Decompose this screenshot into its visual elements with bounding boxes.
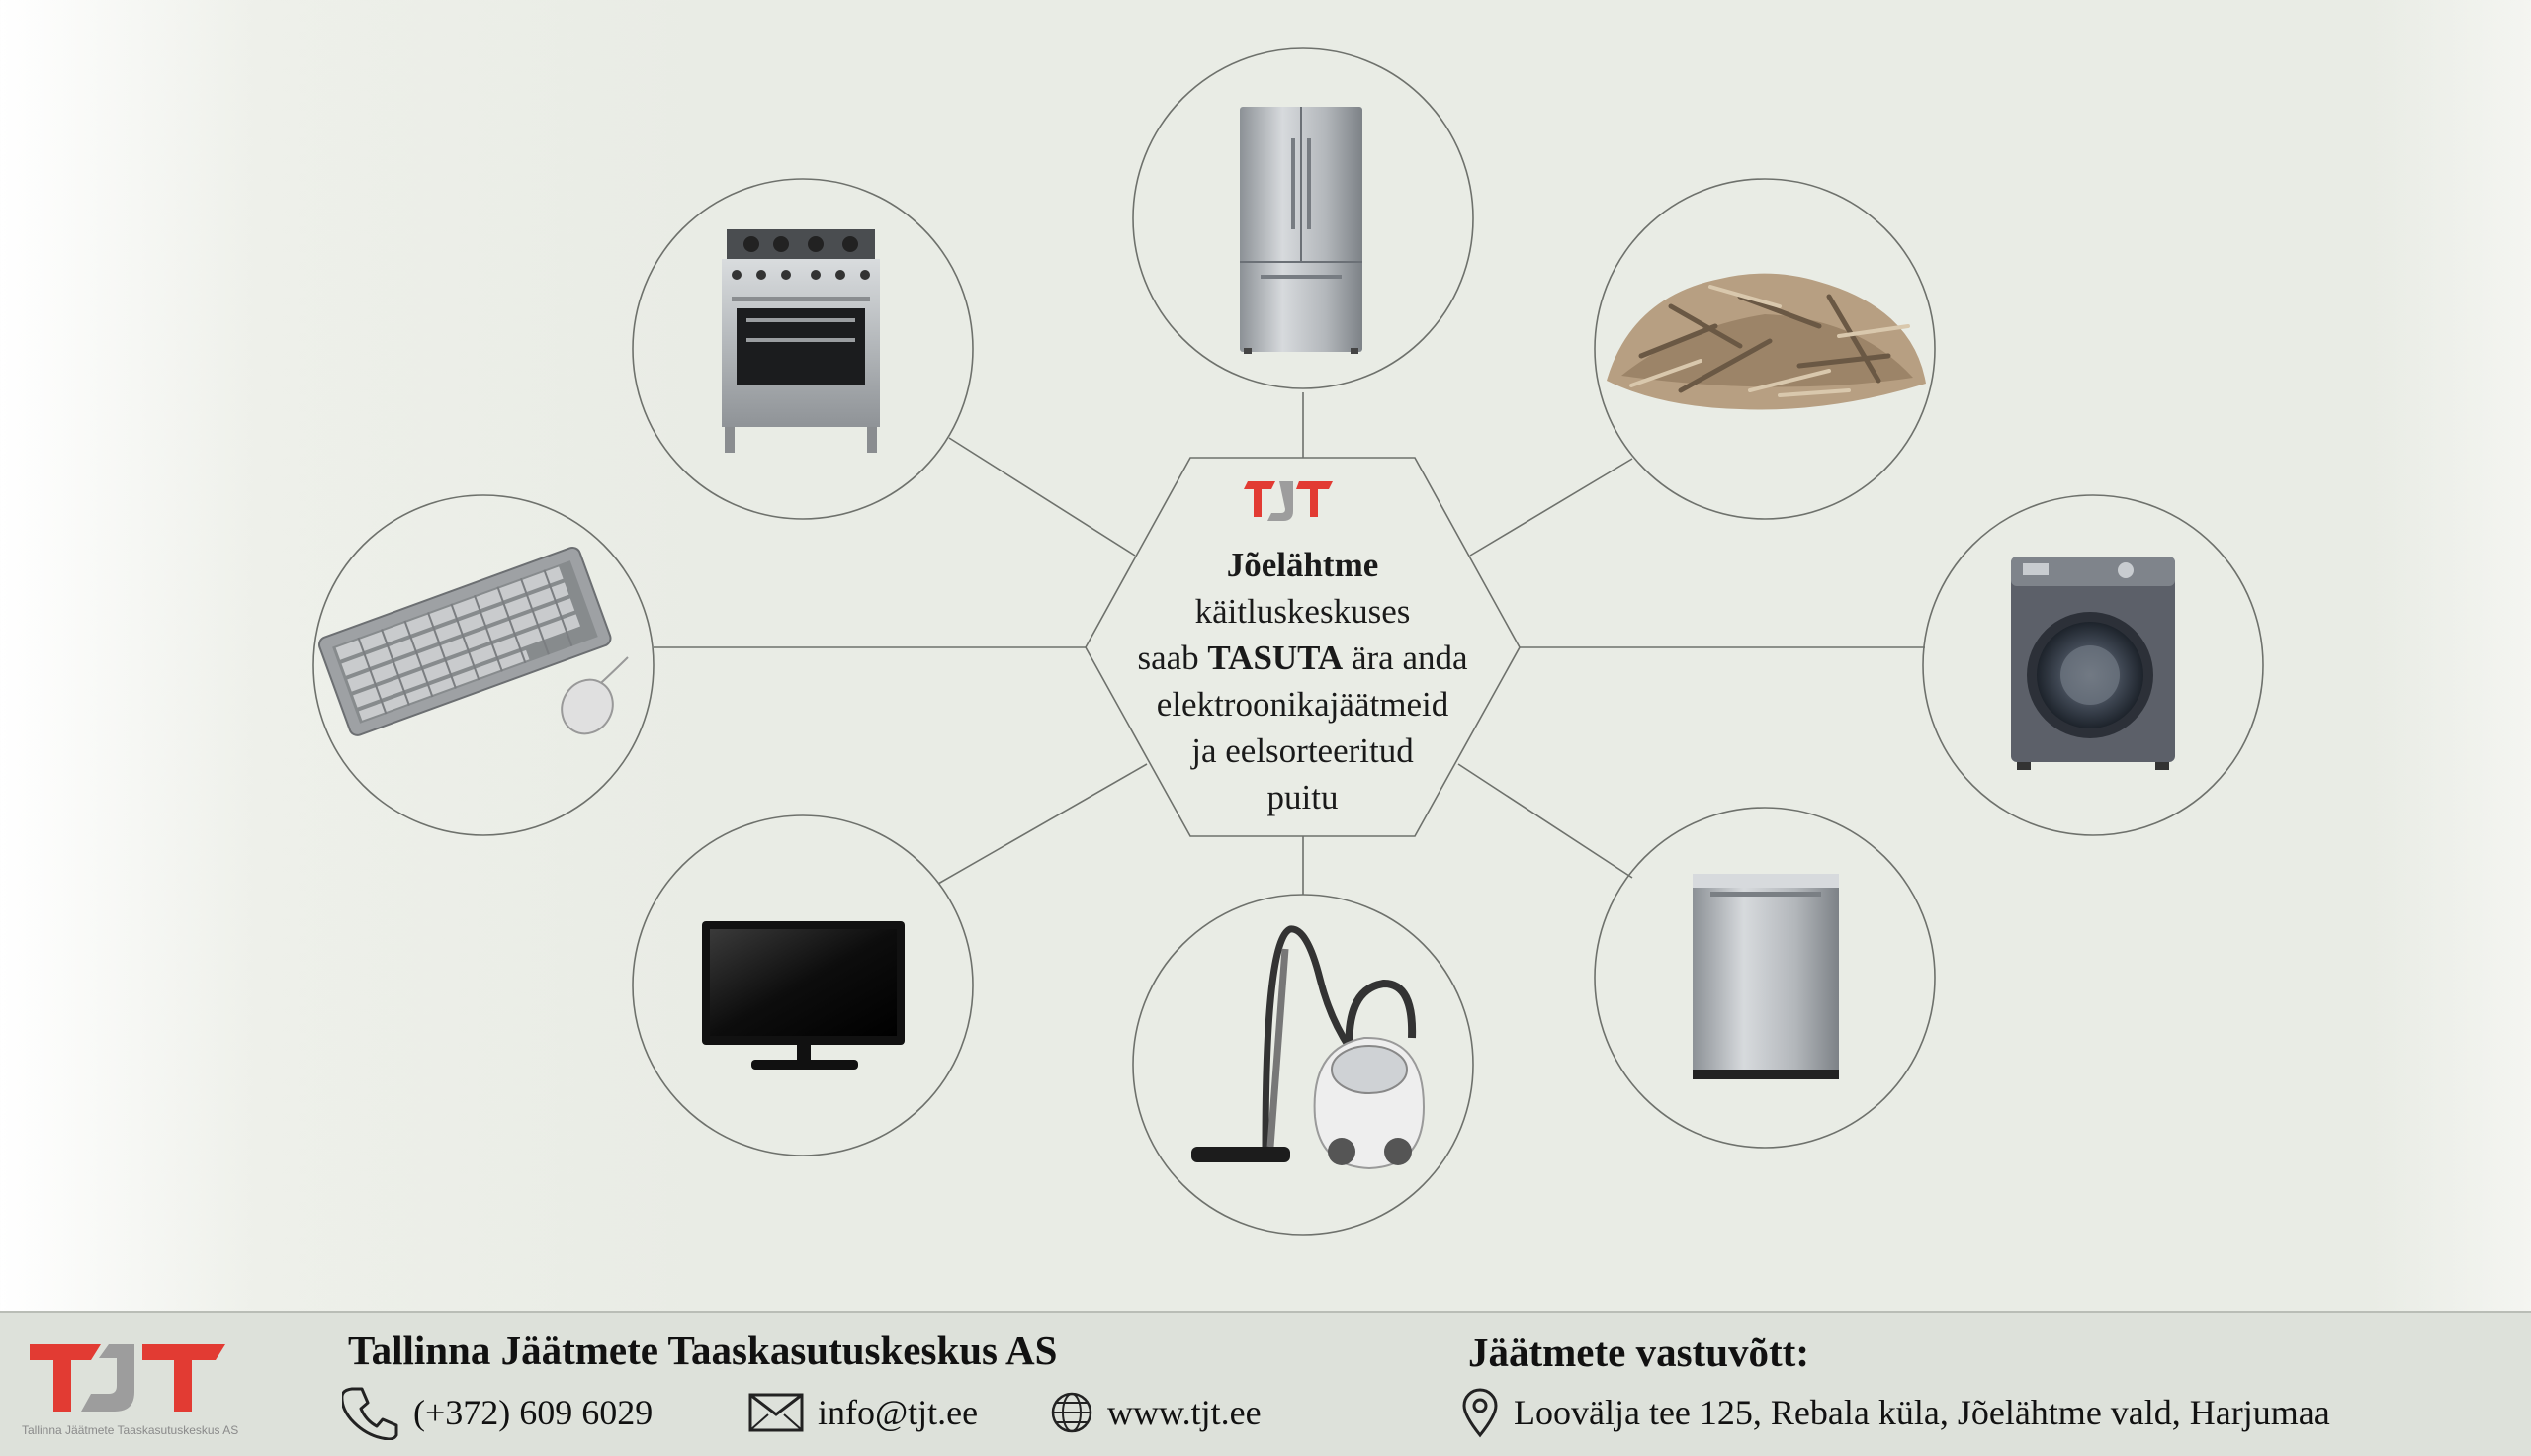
wood-waste-pile-icon [1607,273,1926,410]
center-hexagon [1085,457,1521,837]
envelope-icon [748,1393,804,1432]
dishwasher-icon [1693,874,1839,1079]
website-url[interactable]: www.tjt.ee [1107,1393,1262,1432]
gas-stove-icon [722,229,880,453]
hub-location: Jõelähtme [1226,546,1379,584]
company-name: Tallinna Jäätmete Taaskasutuskeskus AS [348,1328,1058,1373]
globe-icon [1051,1392,1092,1433]
phone-icon [342,1387,398,1440]
keyboard-mouse-icon [317,546,629,736]
phone-number[interactable]: (+372) 609 6029 [413,1393,654,1432]
email-contact[interactable]: info@tjt.ee [748,1388,978,1437]
item-circles [312,47,2264,1236]
phone-contact[interactable]: (+372) 609 6029 [342,1387,654,1440]
hub-line-2: käitluskeskuses [1194,592,1411,631]
hub-line-4: elektroonikajäätmeid [1156,685,1449,724]
hub-line-3-post: ära anda [1343,639,1468,677]
location-pin-icon [1462,1388,1498,1438]
address-text: Loovälja tee 125, Rebala küla, Jõelähtme… [1514,1393,2330,1432]
connector-lines [654,392,1925,895]
address-contact: Loovälja tee 125, Rebala küla, Jõelähtme… [1460,1388,2330,1438]
hub-line-3-pre: saab [1137,639,1208,677]
hub-message: Jõelähtme käitluskeskuses saab TASUTA är… [1088,542,1518,820]
hub-line-6: puitu [1266,778,1339,816]
email-address[interactable]: info@tjt.ee [818,1393,979,1432]
hub-tjt-logo [1244,481,1333,521]
footer-tjt-logo [30,1344,225,1412]
website-contact[interactable]: www.tjt.ee [1050,1388,1262,1437]
hub-line-3: saab TASUTA ära anda [1088,635,1518,681]
washing-machine-icon [2011,557,2175,770]
recycling-items-diagram [312,47,2264,1236]
reception-title: Jäätmete vastuvõtt: [1468,1329,1809,1375]
hub-line-5: ja eelsorteeritud [1191,731,1414,770]
hub-free-badge: TASUTA [1207,639,1344,677]
refrigerator-icon [1240,107,1362,354]
vacuum-cleaner-icon [1191,925,1426,1170]
footer: Tallinna Jäätmete Taaskasutuskeskus AS T… [0,1311,2531,1456]
footer-logo-tagline: Tallinna Jäätmete Taaskasutuskeskus AS [22,1423,239,1437]
tv-monitor-icon [702,921,905,1070]
